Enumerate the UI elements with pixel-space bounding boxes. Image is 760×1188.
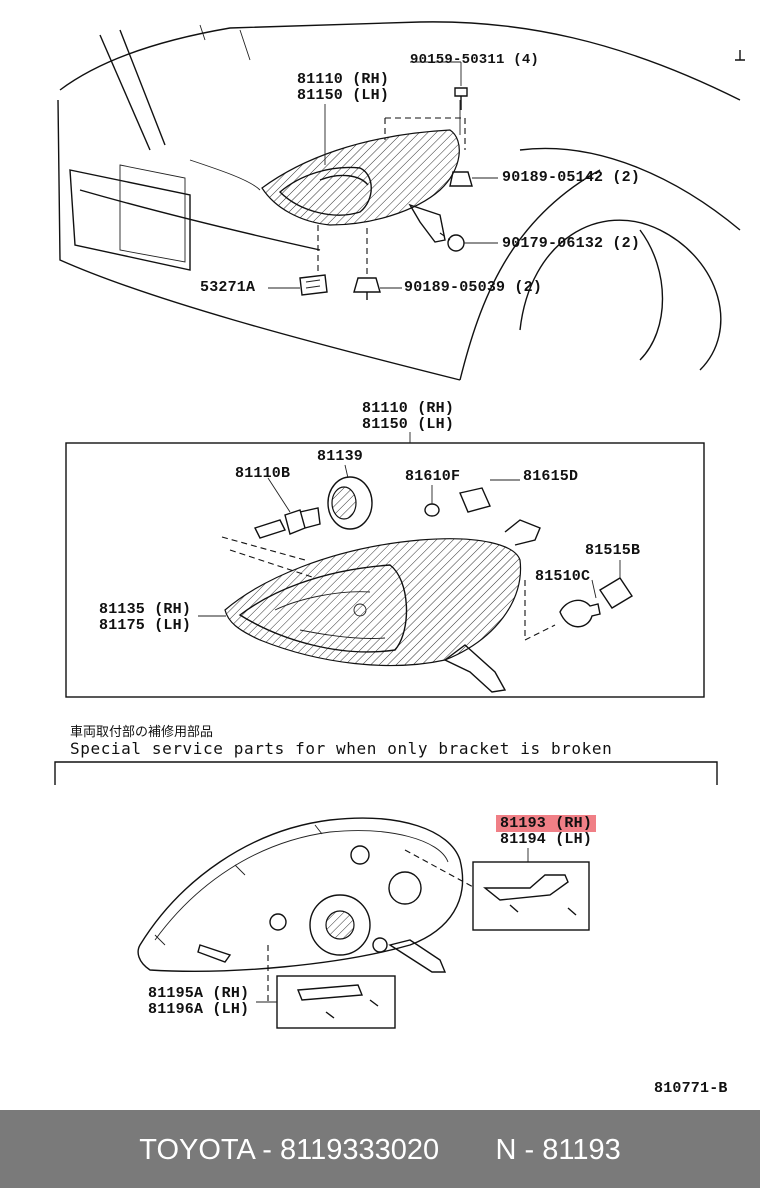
label-headlamp-lh: 81150 (LH) — [297, 87, 390, 104]
label-bulb-b: 81110B — [235, 465, 291, 482]
figure-code: 810771-B — [654, 1080, 728, 1097]
label-bracket-lh: 81194 (LH) — [500, 831, 593, 848]
label-clip-b: 90189-05039 (2) — [404, 279, 543, 296]
service-note-japanese: 車両取付部の補修用部品 — [70, 725, 214, 740]
label-unit-lh: 81175 (LH) — [99, 617, 192, 634]
label-bulb-f: 81610F — [405, 468, 461, 485]
assembly-box — [65, 432, 705, 698]
highlight-81193: 81193 (RH) — [496, 815, 597, 832]
label-headlamp-rh: 81110 (RH) — [297, 71, 390, 88]
label-stay-rh: 81195A (RH) — [148, 985, 250, 1002]
label-unit-rh: 81135 (RH) — [99, 601, 192, 618]
label-assembly-lh: 81150 (LH) — [362, 416, 455, 433]
service-note-english: Special service parts for when only brac… — [70, 739, 613, 758]
label-bulb-c: 81510C — [535, 568, 591, 585]
footer-bar: TOYOTA - 8119333020 N - 81193 — [0, 1110, 760, 1188]
label-nut: 90179-06132 (2) — [502, 235, 641, 252]
service-parts-box — [54, 761, 718, 1029]
label-clip-a: 90189-05142 (2) — [502, 169, 641, 186]
label-assembly-rh: 81110 (RH) — [362, 400, 455, 417]
headlamp-exploded-diagram — [54, 21, 745, 1029]
label-socket-cover: 81139 — [317, 448, 364, 465]
label-connector: 53271A — [200, 279, 256, 296]
footer-part-number: TOYOTA - 8119333020 N - 81193 — [139, 1134, 621, 1166]
label-bolt: 90159-50311 (4) — [410, 52, 540, 68]
label-stay-lh: 81196A (LH) — [148, 1001, 250, 1018]
label-bracket-rh-highlighted: 81193 (RH) — [496, 815, 597, 832]
label-socket-d: 81615D — [523, 468, 579, 485]
headlamp-upper-view — [261, 61, 498, 300]
label-socket-b: 81515B — [585, 542, 641, 559]
vehicle-body-outline — [57, 21, 745, 381]
